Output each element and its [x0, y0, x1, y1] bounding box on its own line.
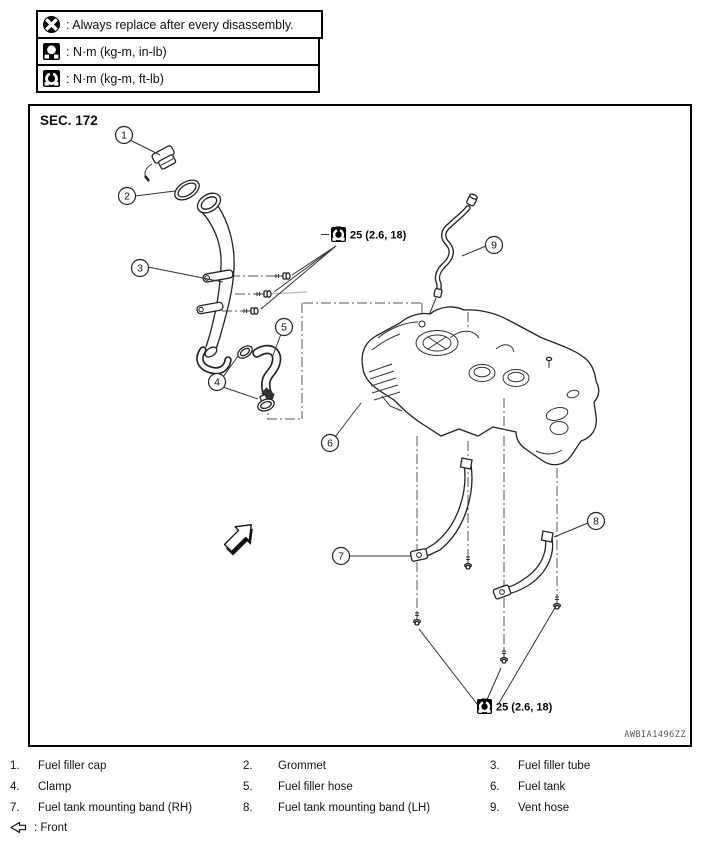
filler-tube-screws — [242, 272, 291, 315]
torque-callout-top: 25 (2.6, 18) — [321, 226, 407, 242]
part-label: Fuel filler hose — [278, 781, 353, 793]
svg-text:4: 4 — [214, 377, 220, 389]
legend: : Always replace after every disassembly… — [36, 10, 323, 93]
part-number: 4. — [10, 781, 20, 793]
torque-callout-bottom: 25 (2.6, 18) — [477, 698, 553, 714]
part-number: 9. — [490, 802, 500, 814]
part-number: 8. — [243, 802, 253, 814]
fuel-filler-tube — [196, 192, 235, 375]
grommet — [174, 179, 200, 201]
clamp-upper — [237, 345, 253, 359]
band-bolts — [412, 555, 562, 664]
svg-text:25 (2.6, 18): 25 (2.6, 18) — [350, 230, 407, 242]
torque-bottom-leaders — [418, 605, 557, 705]
torque-ftlb-icon — [43, 70, 60, 87]
svg-text:25 (2.6, 18): 25 (2.6, 18) — [496, 702, 553, 714]
part-label: Vent hose — [518, 802, 570, 814]
part-number: 6. — [490, 781, 500, 793]
callout-9: 9 — [484, 235, 504, 255]
part-number: 7. — [10, 802, 20, 814]
legend-torque-ftlb-text: : N·m (kg-m, ft-lb) — [66, 71, 164, 86]
callout-4: 4 — [207, 372, 227, 392]
part-label: Fuel filler cap — [38, 760, 107, 772]
exploded-view-illustration: 25 (2.6, 18) 25 (2.6, 18) — [114, 125, 686, 740]
svg-text:1: 1 — [121, 130, 127, 142]
front-arrow-icon — [10, 821, 27, 834]
torque-inlb-icon — [43, 43, 60, 60]
part-label: Clamp — [38, 781, 72, 793]
part-label: Fuel filler tube — [518, 760, 591, 772]
legend-row-torque-inlb: : N·m (kg-m, in-lb) — [36, 37, 320, 66]
mounting-band-lh — [492, 530, 554, 600]
part-label: Fuel tank — [518, 781, 566, 793]
part-number: 2. — [243, 760, 253, 772]
figure-code: AWBIA1496ZZ — [624, 730, 686, 740]
svg-text:9: 9 — [491, 240, 497, 252]
legend-row-torque-ftlb: : N·m (kg-m, ft-lb) — [36, 64, 320, 93]
clamp-lower — [257, 394, 275, 412]
part-number: 3. — [490, 760, 500, 772]
part-number: 1. — [10, 760, 20, 772]
callout-5: 5 — [274, 317, 294, 337]
mounting-band-rh — [409, 457, 473, 562]
legend-replace-text: : Always replace after every disassembly… — [66, 17, 294, 32]
callout-7: 7 — [331, 546, 351, 566]
fuel-tank — [361, 306, 600, 466]
svg-text:7: 7 — [338, 551, 344, 563]
fuel-filler-hose — [252, 344, 282, 401]
part-label: Fuel tank mounting band (LH) — [278, 802, 431, 814]
callout-leaders — [129, 139, 589, 557]
svg-text:6: 6 — [327, 438, 333, 450]
callout-6: 6 — [320, 433, 340, 453]
svg-text:3: 3 — [137, 263, 143, 275]
callout-1: 1 — [114, 125, 134, 145]
torque-top-leaders — [260, 245, 337, 310]
replace-icon — [43, 16, 60, 33]
front-direction-arrow — [223, 524, 253, 556]
part-label: Fuel tank mounting band (RH) — [38, 802, 193, 814]
callout-3: 3 — [130, 258, 150, 278]
callout-8: 8 — [586, 511, 606, 531]
legend-torque-inlb-text: : N·m (kg-m, in-lb) — [66, 44, 167, 59]
part-number: 5. — [243, 781, 253, 793]
fuel-filler-cap — [143, 145, 177, 182]
svg-text:5: 5 — [281, 322, 287, 334]
vent-hose — [426, 193, 478, 321]
front-indicator: : Front — [9, 821, 67, 834]
svg-text:8: 8 — [593, 516, 599, 528]
reference-line — [269, 291, 308, 295]
front-label: : Front — [34, 821, 68, 834]
diagram-frame: SEC. 172 — [28, 104, 692, 747]
part-label: Grommet — [278, 760, 326, 772]
section-label: SEC. 172 — [40, 113, 98, 128]
callout-2: 2 — [117, 186, 137, 206]
svg-text:2: 2 — [124, 191, 130, 203]
legend-row-replace: : Always replace after every disassembly… — [36, 10, 323, 39]
